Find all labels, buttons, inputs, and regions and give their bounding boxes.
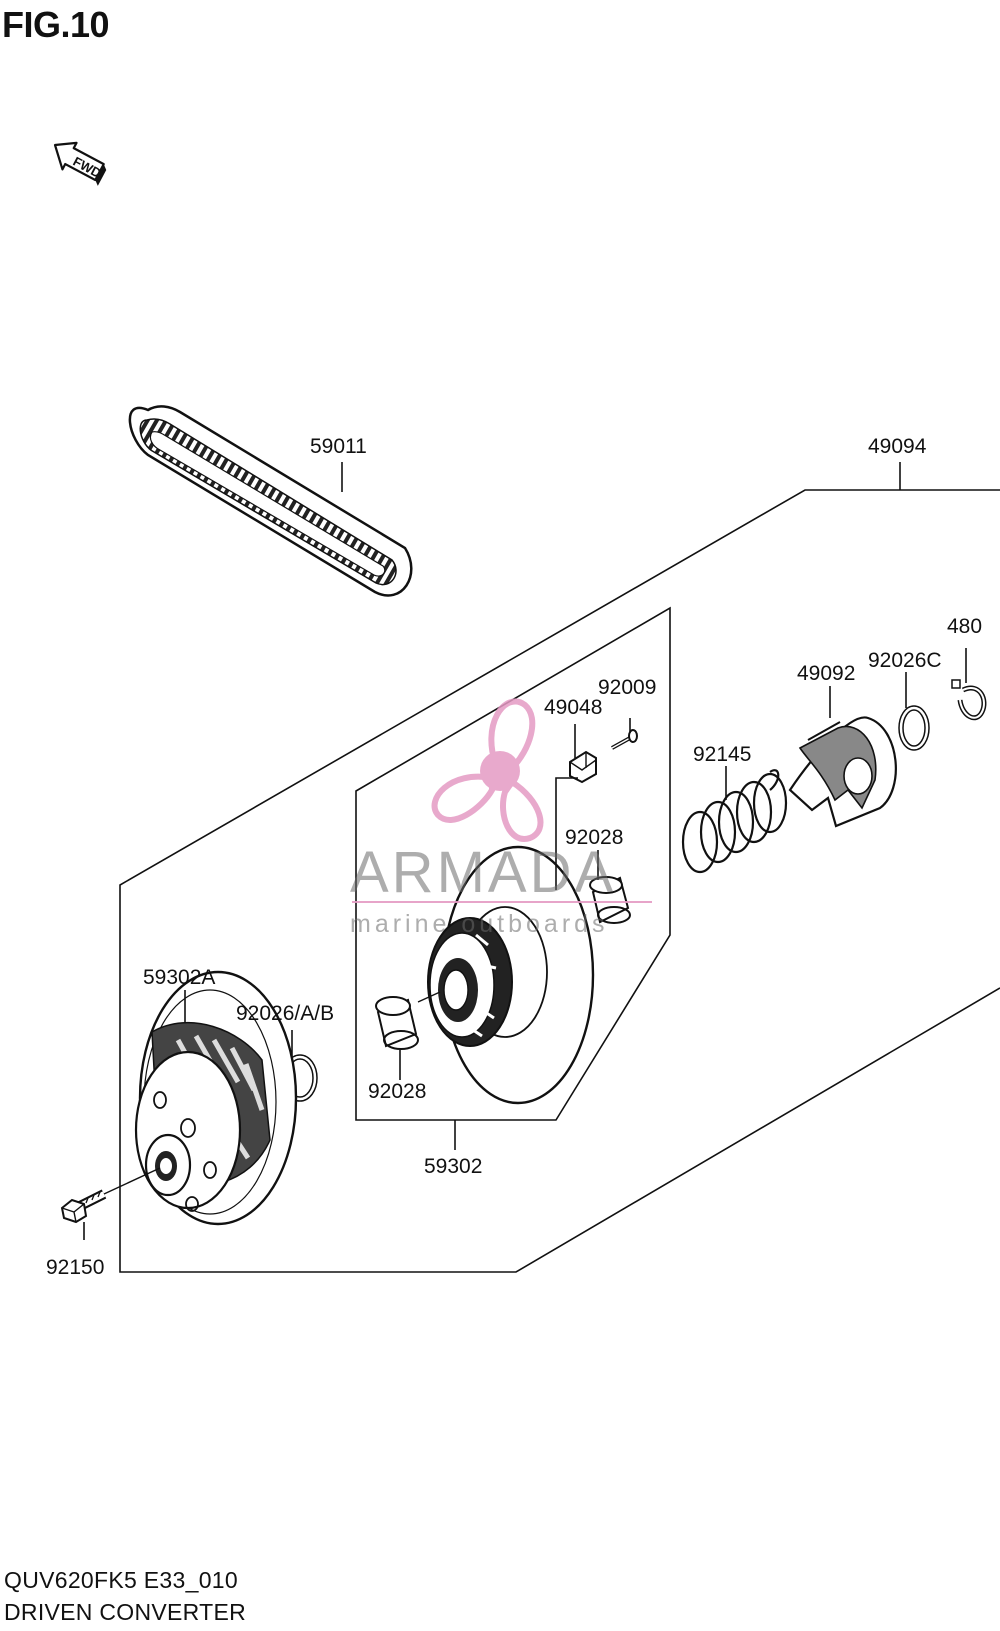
callout-92028-lower: 92028	[368, 1080, 426, 1103]
callout-480: 480	[947, 615, 982, 638]
callout-49092: 49092	[797, 662, 855, 685]
callout-92028-upper: 92028	[565, 826, 623, 849]
watermark-logo-icon	[431, 698, 544, 842]
screw	[611, 729, 638, 750]
cam	[788, 716, 897, 828]
callout-92009: 92009	[598, 676, 656, 699]
flange-bolt	[60, 1189, 107, 1224]
fwd-arrow-icon: FWD	[53, 141, 107, 186]
drive-belt	[128, 405, 413, 597]
leader-lines	[83, 462, 967, 1240]
figure-title: FIG.10	[2, 4, 110, 45]
section-name: DRIVEN CONVERTER	[4, 1599, 247, 1625]
watermark-brand: ARMADA	[350, 840, 616, 905]
callout-49048: 49048	[544, 696, 602, 719]
bushing-lower	[375, 996, 419, 1050]
slider	[569, 750, 597, 784]
callout-92150: 92150	[46, 1256, 104, 1279]
fixed-sheave	[134, 970, 298, 1226]
callout-92026ab: 92026/A/B	[236, 1002, 334, 1025]
circlip	[951, 679, 987, 721]
callout-59011: 59011	[310, 435, 367, 458]
callout-49094: 49094	[868, 435, 927, 458]
watermark-tagline: marine outboards	[350, 910, 609, 938]
assembly-outline	[119, 489, 1000, 1273]
movable-sheave	[427, 845, 595, 1105]
callout-59302: 59302	[424, 1155, 482, 1178]
callout-92026c: 92026C	[868, 649, 942, 672]
callout-59302a: 59302A	[143, 966, 215, 989]
subassembly-outline	[355, 606, 671, 1121]
bushing-upper	[589, 876, 631, 924]
callout-92145: 92145	[693, 743, 751, 766]
torsion-spring	[681, 769, 788, 874]
model-code: QUV620FK5 E33_010	[4, 1567, 238, 1593]
